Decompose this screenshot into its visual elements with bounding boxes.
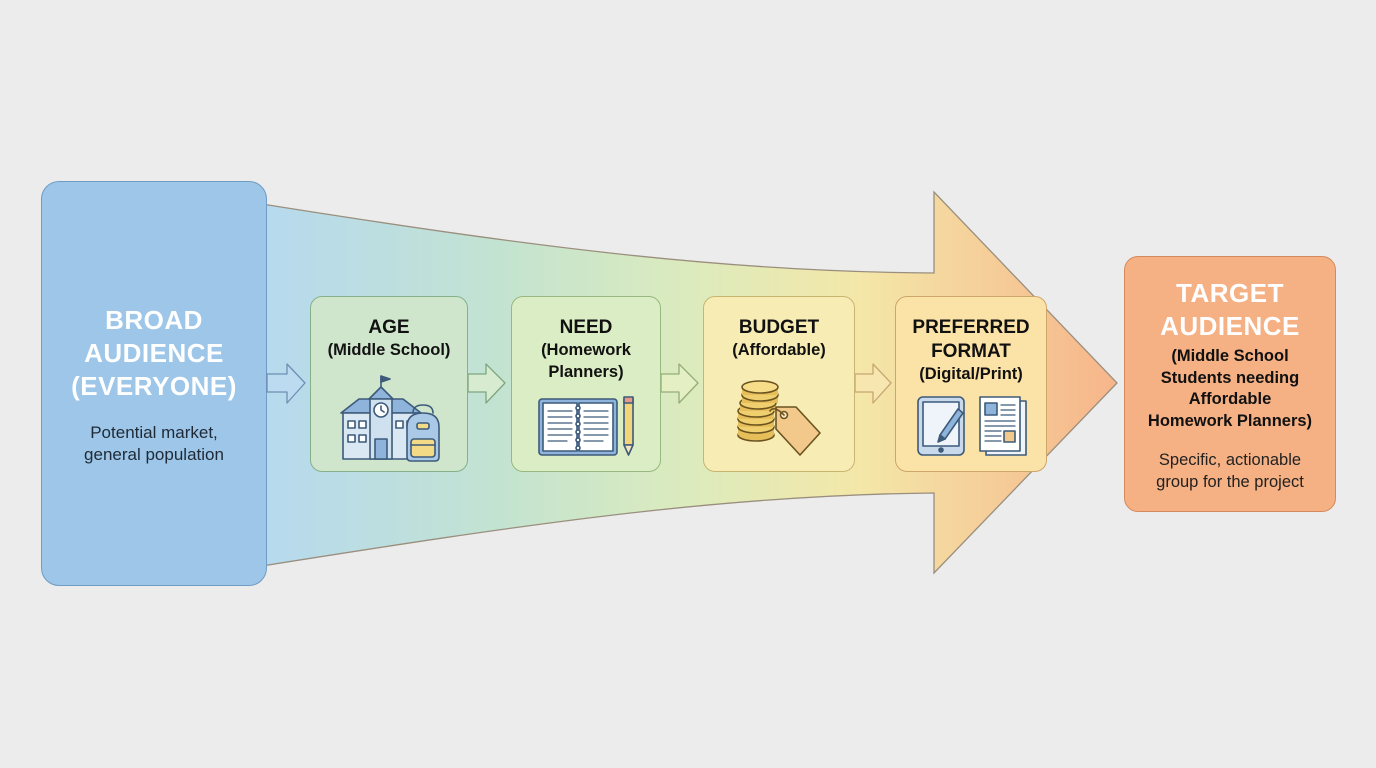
stage-budget-box: BUDGET (Affordable): [703, 296, 855, 472]
broad-audience-description: Potential market, general population: [42, 422, 266, 466]
coins-price-tag-icon: [737, 380, 821, 456]
stage-title: AGE: [368, 317, 410, 338]
arrow-right-icon: [660, 363, 699, 404]
stage-title: PREFERRED FORMAT: [896, 316, 1046, 364]
broad-title-line: AUDIENCE: [84, 338, 224, 368]
target-audience-box: TARGET AUDIENCE (Middle School Students …: [1124, 256, 1336, 512]
stage-subtitle-line: Planners): [548, 363, 624, 381]
broad-title-line: BROAD: [105, 305, 203, 335]
target-sub-line: (Middle School: [1171, 347, 1289, 365]
target-desc-line: Specific, actionable: [1158, 451, 1302, 469]
broad-desc-line: general population: [84, 445, 224, 464]
arrow-right-icon: [266, 363, 306, 404]
stage-title-line: PREFERRED: [912, 317, 1030, 338]
broad-desc-line: Potential market,: [90, 423, 218, 442]
planner-pencil-icon: [538, 396, 634, 456]
stage-subtitle: (Affordable): [732, 341, 826, 359]
broad-audience-title: BROAD AUDIENCE (EVERYONE): [42, 304, 266, 403]
broad-title-line: (EVERYONE): [71, 371, 237, 401]
stage-need-box: NEED (Homework Planners): [511, 296, 661, 472]
stage-title: BUDGET: [738, 317, 820, 338]
stage-age-box: AGE (Middle School): [310, 296, 468, 472]
stage-subtitle-line: (Homework: [541, 341, 631, 359]
tablet-print-icon: [917, 396, 1027, 456]
stage-title-line: FORMAT: [931, 341, 1011, 362]
target-audience-description: Specific, actionable group for the proje…: [1125, 449, 1335, 493]
stage-subtitle: (Digital/Print): [919, 365, 1023, 383]
target-audience-title: TARGET AUDIENCE: [1125, 277, 1335, 343]
broad-audience-box: BROAD AUDIENCE (EVERYONE) Potential mark…: [41, 181, 267, 586]
arrow-right-icon: [467, 363, 506, 404]
target-sub-line: Affordable: [1188, 390, 1272, 408]
target-title-line: AUDIENCE: [1160, 311, 1300, 341]
target-sub-line: Homework Planners): [1147, 411, 1313, 430]
arrow-right-icon: [854, 363, 892, 404]
target-audience-subtitle: (Middle School Students needing Affordab…: [1131, 346, 1329, 432]
stage-subtitle: (Middle School): [327, 341, 451, 359]
stage-title: NEED: [559, 317, 613, 338]
school-backpack-icon: [340, 375, 440, 462]
target-title-line: TARGET: [1176, 278, 1284, 308]
target-desc-line: group for the project: [1156, 473, 1304, 491]
stage-format-box: PREFERRED FORMAT (Digital/Print): [895, 296, 1047, 472]
target-sub-line: Students needing: [1160, 368, 1300, 387]
stage-subtitle: (Homework Planners): [512, 339, 660, 383]
